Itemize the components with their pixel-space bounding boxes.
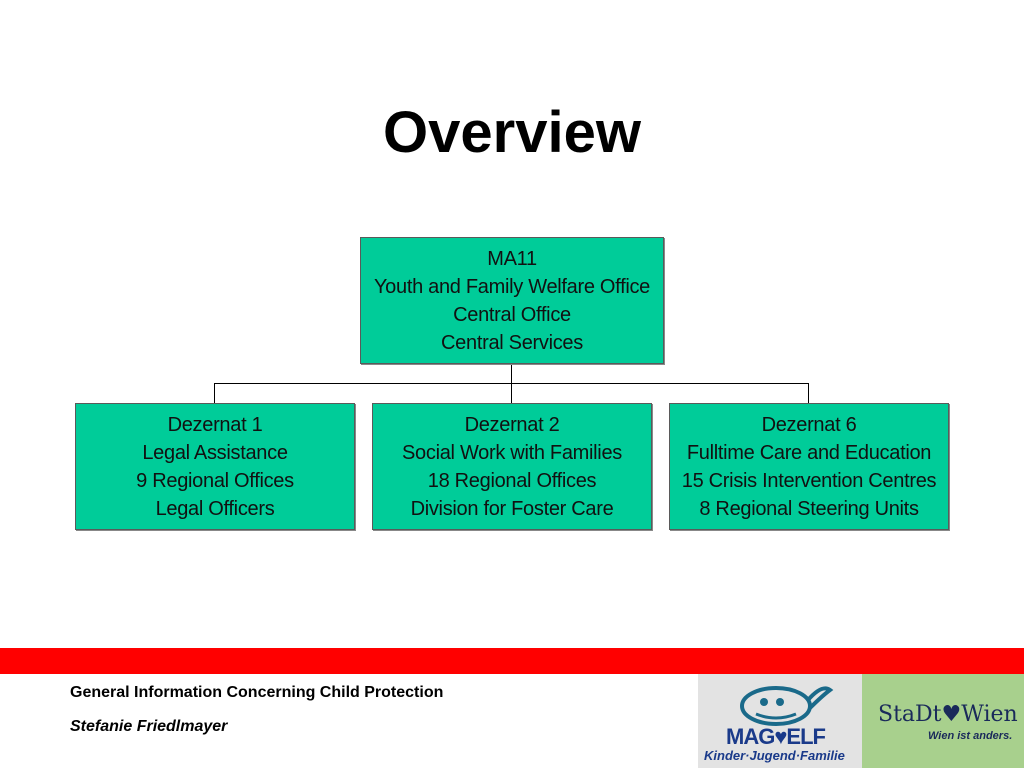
node-line: Youth and Family Welfare Office [373,275,651,298]
footer-title: General Information Concerning Child Pro… [70,684,444,701]
stadt-wien-tagline: Wien ist anders. [928,730,1013,742]
footer-red-bar [0,648,1024,674]
node-line: 15 Crisis Intervention Centres [681,469,937,492]
node-line: Dezernat 1 [167,413,263,436]
connector-child-1 [214,383,215,403]
node-line: Division for Foster Care [410,497,614,520]
node-line: Legal Officers [155,497,275,520]
node-line: 18 Regional Offices [427,469,597,492]
node-line: Social Work with Families [402,441,622,464]
connector-child-3 [808,383,809,403]
node-line: Dezernat 6 [761,413,857,436]
org-node-ma11: MA11 Youth and Family Welfare Office Cen… [360,237,664,364]
org-node-dezernat-6: Dezernat 6 Fulltime Care and Education 1… [669,403,949,530]
slide-title: Overview [383,100,641,165]
connector-child-2 [511,383,512,403]
footer-author: Stefanie Friedlmayer [70,718,228,735]
stadt-wien-logo: StaDt♥Wien Wien ist anders. [862,674,1024,768]
org-node-dezernat-2: Dezernat 2 Social Work with Families 18 … [372,403,652,530]
node-line: Dezernat 2 [464,413,560,436]
node-line: Legal Assistance [142,441,288,464]
org-node-dezernat-1: Dezernat 1 Legal Assistance 9 Regional O… [75,403,355,530]
node-line: 9 Regional Offices [136,469,294,492]
stadt-wien-wordmark: StaDt♥Wien [878,702,1018,727]
node-line: Fulltime Care and Education [686,441,932,464]
magelf-wordmark: MAG♥ELF [726,724,826,749]
connector-root-down [511,364,512,384]
node-line: Central Services [441,331,583,354]
magelf-logo: MAG♥ELF Kinder·Jugend·Familie [698,674,862,768]
magelf-tagline: Kinder·Jugend·Familie [704,748,845,763]
whale-logo-icon [740,686,834,726]
node-line: 8 Regional Steering Units [699,497,919,520]
node-line: MA11 [487,247,537,270]
node-line: Central Office [453,303,571,326]
